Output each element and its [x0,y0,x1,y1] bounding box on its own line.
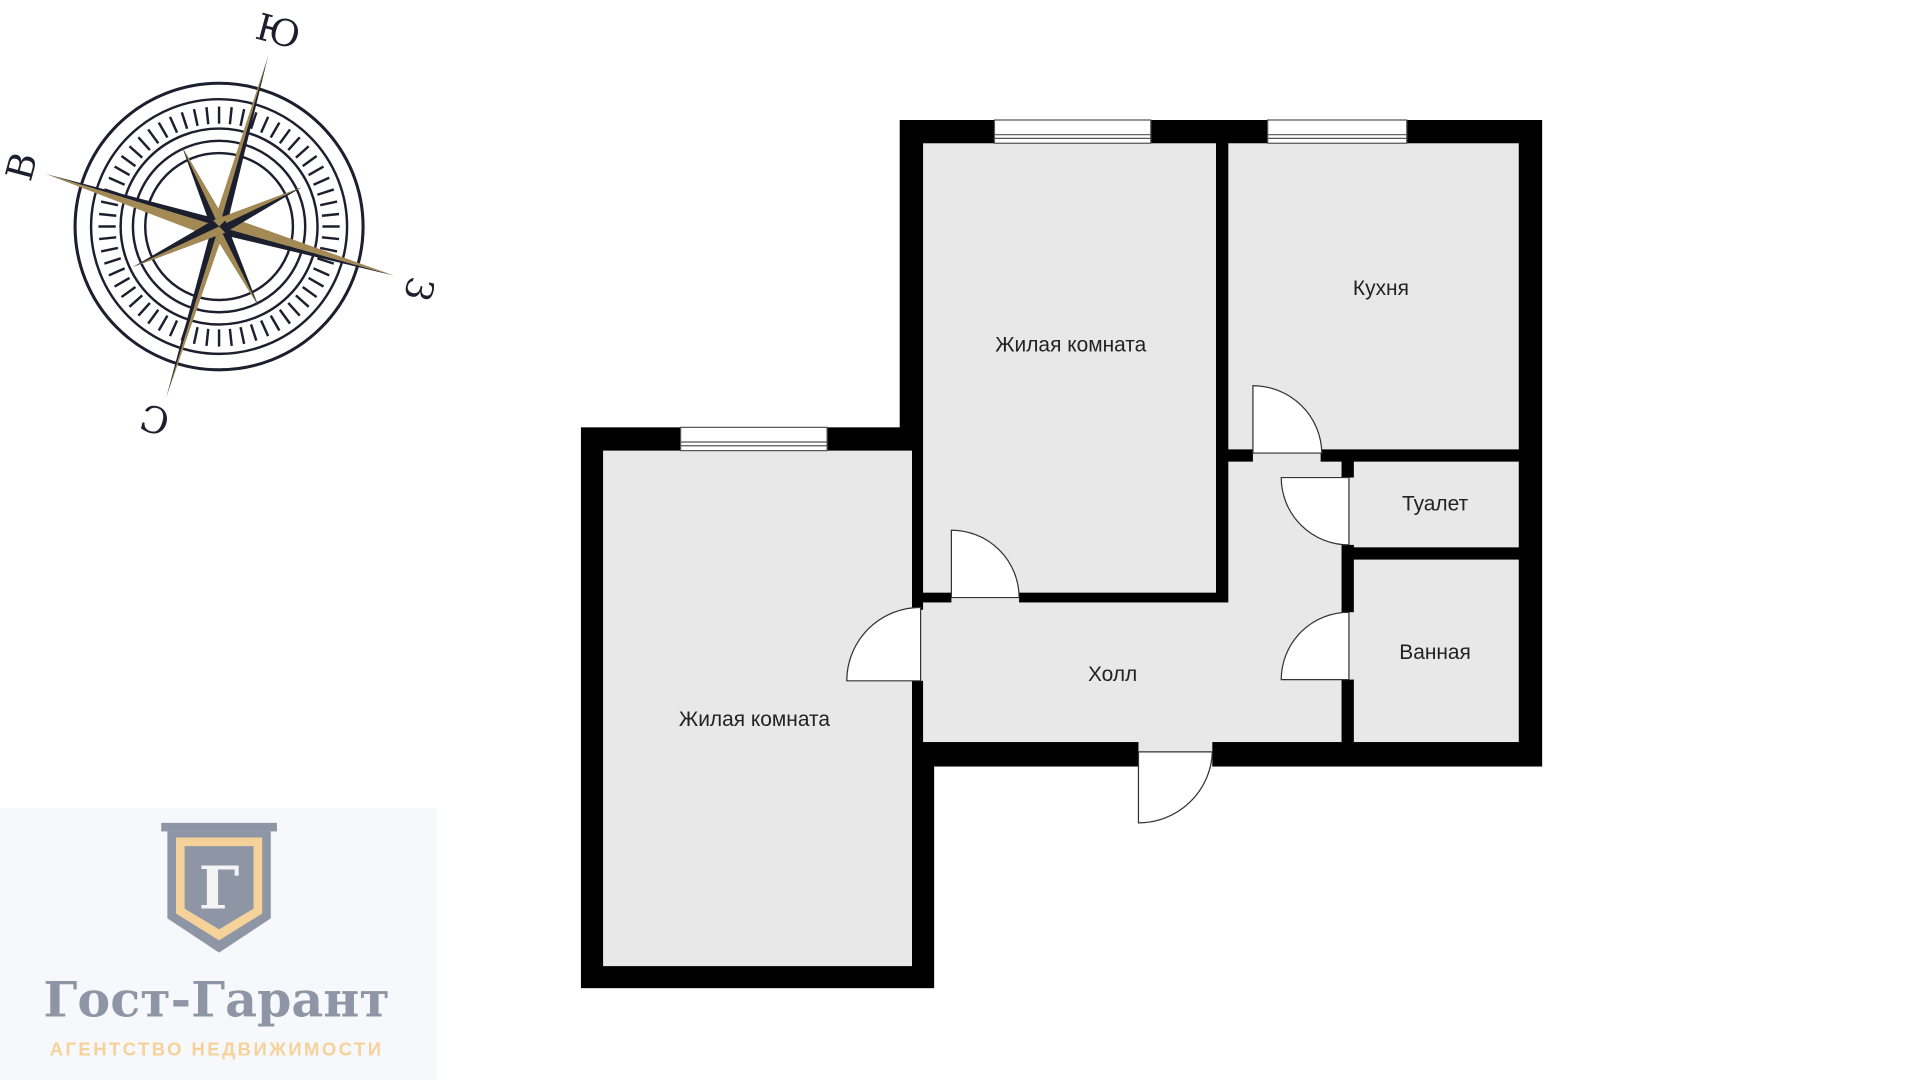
compass-rose-icon: Ю В З С [0,5,442,443]
compass-tick [108,176,126,186]
compass-tick [168,116,179,134]
window [1267,119,1408,144]
compass-tick [147,128,160,145]
compass-tick [313,176,330,186]
room-hall [923,602,1342,743]
compass-tick [321,212,340,217]
compass-tick [98,212,117,217]
room-living-1 [603,450,912,967]
compass-tick [100,200,119,207]
room-toilet [1353,461,1519,548]
compass-tick [321,236,340,241]
compass-tick [108,267,126,277]
compass-tick [128,294,144,308]
compass-tick [157,121,169,139]
compass-tick [301,285,318,299]
compass-tick [319,200,338,207]
compass-tick [100,246,119,253]
compass-label-west: З [395,272,443,305]
logo-letter: Г [199,854,240,923]
compass-tick [114,276,131,288]
compass-tick [228,107,233,125]
compass-tick [307,276,325,288]
room-label-bathroom: Ванная [1399,641,1471,664]
room-label-kitchen: Кухня [1353,277,1409,300]
compass-tick [98,236,117,241]
compass-tick [114,165,131,177]
compass-tick [137,302,151,317]
door [1252,385,1323,454]
compass-tick [157,314,169,332]
door [846,606,922,682]
compass-tick [120,155,137,168]
compass-tick [269,121,281,139]
room-label-living-1: Жилая комната [679,708,830,731]
compass-tick [301,155,318,168]
logo-name: Гост-Гарант [43,970,389,1028]
compass-tick [120,285,137,299]
compass-tick [249,112,258,130]
compass-tick [269,314,281,332]
compass-tick [239,108,246,127]
window [993,119,1152,144]
compass-label-east: В [0,148,46,185]
compass-tick [307,165,325,177]
door [1280,476,1350,546]
compass-tick [137,136,151,151]
compass-tick [317,188,335,196]
compass-tick [260,116,270,134]
compass-tick [287,136,301,151]
compass-tick [180,112,189,130]
compass-tick [239,326,246,345]
compass-tick [228,328,233,347]
compass-label-south: Ю [251,5,305,58]
compass-tick [278,309,291,325]
entrance-door [1137,751,1213,824]
door [1280,611,1350,681]
compass-tick [295,294,310,308]
room-label-living-2: Жилая комната [995,333,1146,356]
compass-tick [128,145,144,159]
room-label-hall: Холл [1088,663,1137,686]
compass-tick [192,326,199,345]
compass-tick [287,302,301,317]
room-bathroom [1353,559,1519,743]
compass-tick [192,108,199,127]
compass-label-north: С [136,395,174,444]
compass-tick [295,145,310,159]
logo-tagline: АГЕНТСТВО НЕДВИЖИМОСТИ [50,1039,384,1060]
compass-tick [319,246,338,253]
compass-tick [168,319,179,337]
floor-plan: Жилая комната Жилая комната Кухня Туалет… [580,119,1543,989]
door [950,529,1020,599]
compass-tick [205,328,210,347]
room-living-2 [923,143,1216,593]
compass-tick [249,323,258,342]
compass-tick [103,257,122,265]
agency-logo: Г Гост-Гарант АГЕНТСТВО НЕДВИЖИМОСТИ [0,808,437,1080]
window [680,426,828,452]
compass-tick [260,319,270,337]
compass-tick [278,128,291,145]
compass-tick [147,309,160,325]
compass-tick [205,107,210,125]
compass-tick [313,267,330,277]
room-label-toilet: Туалет [1402,493,1469,516]
compass-tick [317,257,335,265]
